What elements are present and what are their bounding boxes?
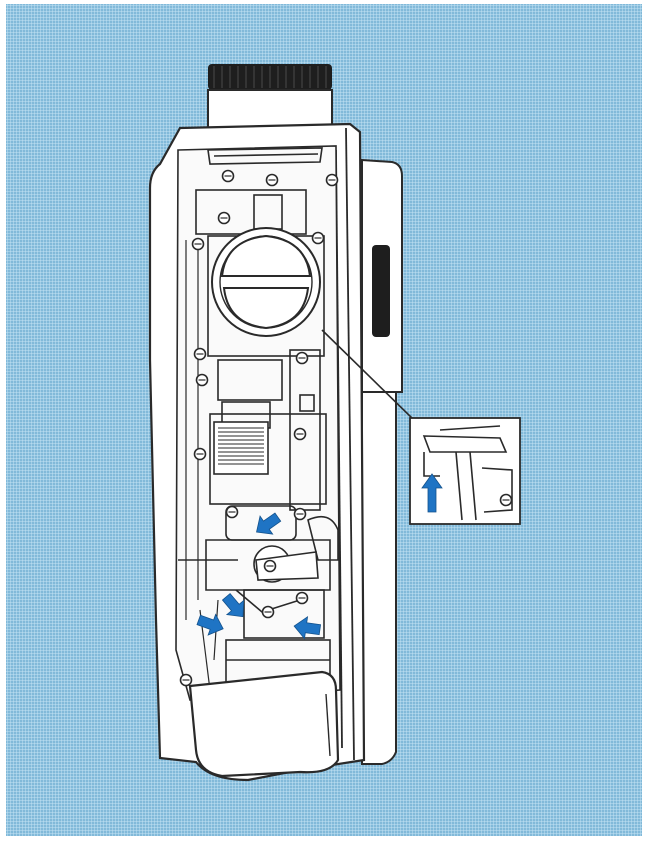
handwheel-knob xyxy=(207,64,333,129)
arrow-icon xyxy=(421,473,443,513)
spool-icon xyxy=(211,227,321,337)
detail-inset xyxy=(409,417,521,525)
front-cover xyxy=(188,670,340,778)
leader-line xyxy=(321,329,415,421)
side-housing xyxy=(361,158,403,765)
